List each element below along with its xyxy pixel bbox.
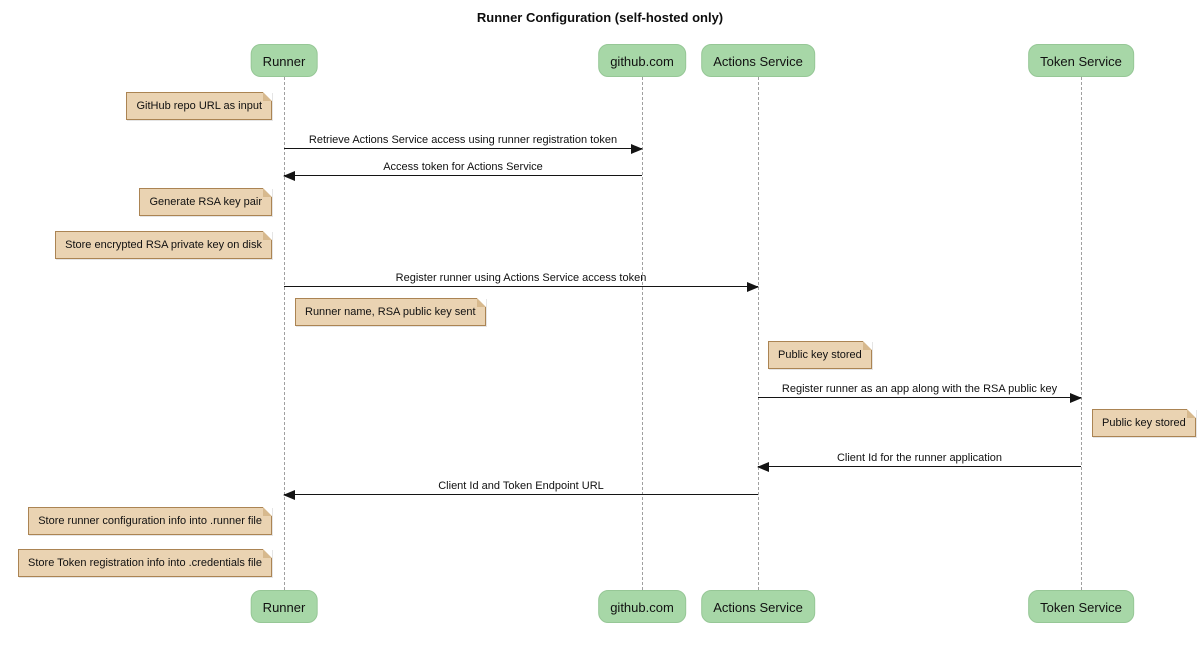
participant-runner-bottom: Runner	[250, 590, 318, 623]
participant-github-top: github.com	[598, 44, 686, 77]
lifeline-actions-service	[758, 77, 759, 590]
arrowhead-right-icon	[747, 282, 759, 292]
note-public-key-stored-token: Public key stored	[1092, 409, 1196, 437]
note-store-encrypted-private-key: Store encrypted RSA private key on disk	[55, 231, 272, 259]
arrowhead-right-icon	[631, 144, 643, 154]
participant-runner-top: Runner	[250, 44, 318, 77]
message-client-id-token-endpoint: Client Id and Token Endpoint URL	[283, 477, 758, 500]
arrowhead-left-icon	[283, 490, 295, 500]
arrowhead-left-icon	[757, 462, 769, 472]
lifeline-github	[642, 77, 643, 590]
message-access-token-returned: Access token for Actions Service	[283, 158, 642, 181]
participant-actions-service-top: Actions Service	[701, 44, 815, 77]
note-store-runner-file: Store runner configuration info into .ru…	[28, 507, 272, 535]
diagram-title: Runner Configuration (self-hosted only)	[476, 10, 724, 25]
note-store-credentials-file: Store Token registration info into .cred…	[18, 549, 272, 577]
participant-actions-service-bottom: Actions Service	[701, 590, 815, 623]
lifeline-runner	[284, 77, 285, 590]
message-register-runner-as-app: Register runner as an app along with the…	[758, 380, 1082, 403]
message-label: Register runner as an app along with the…	[781, 383, 1058, 395]
participant-github-bottom: github.com	[598, 590, 686, 623]
message-label: Retrieve Actions Service access using ru…	[308, 134, 618, 146]
note-runner-name-public-key-sent: Runner name, RSA public key sent	[295, 298, 486, 326]
note-github-repo-url: GitHub repo URL as input	[126, 92, 272, 120]
participant-token-service-bottom: Token Service	[1028, 590, 1134, 623]
message-register-runner: Register runner using Actions Service ac…	[284, 269, 759, 292]
message-label: Access token for Actions Service	[383, 161, 543, 173]
message-retrieve-actions-access: Retrieve Actions Service access using ru…	[284, 131, 643, 154]
note-public-key-stored-actions: Public key stored	[768, 341, 872, 369]
note-generate-rsa-key-pair: Generate RSA key pair	[139, 188, 272, 216]
message-label: Register runner using Actions Service ac…	[395, 272, 647, 284]
participant-token-service-top: Token Service	[1028, 44, 1134, 77]
lifeline-token-service	[1081, 77, 1082, 590]
arrowhead-left-icon	[283, 171, 295, 181]
message-label: Client Id and Token Endpoint URL	[438, 480, 604, 492]
arrowhead-right-icon	[1070, 393, 1082, 403]
message-label: Client Id for the runner application	[836, 452, 1003, 464]
message-client-id-returned: Client Id for the runner application	[757, 449, 1081, 472]
